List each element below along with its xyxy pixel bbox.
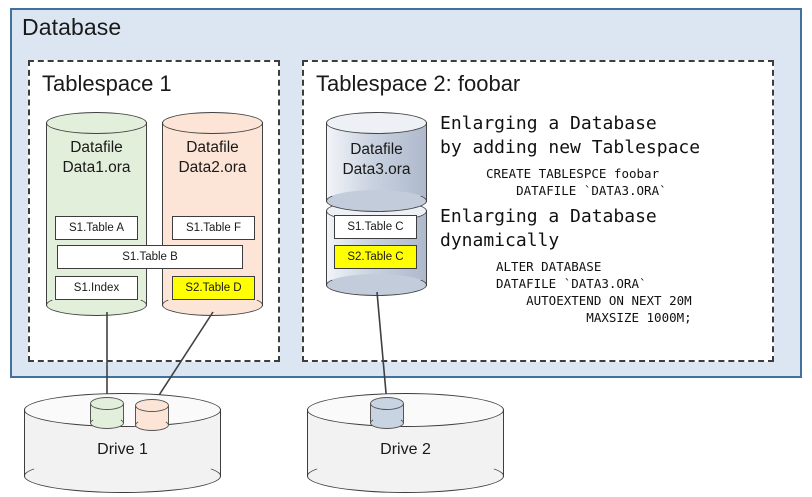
segment-s1-table-f[interactable]: S1.Table F [172, 216, 255, 240]
datafile-data3-cylinder-upper: Datafile Data3.ora [326, 112, 427, 212]
cylinder-bottom-ellipse [326, 274, 427, 296]
cylinder-bottom-ellipse [326, 190, 427, 212]
cylinder-body [46, 122, 147, 306]
drive-2-label: Drive 2 [380, 441, 431, 458]
platter-bottom-ellipse [135, 419, 169, 431]
drive-1-label: Drive 1 [97, 441, 148, 458]
datafile-data2-cylinder: Datafile Data2.ora [162, 112, 263, 316]
segment-s1-table-c[interactable]: S1.Table C [334, 215, 417, 239]
note-1-code: CREATE TABLESPCE foobar DATAFILE `DATA3.… [486, 166, 667, 198]
drive-2-platter-data3 [370, 397, 404, 429]
cylinder-top-ellipse [46, 112, 147, 134]
platter-top-ellipse [90, 397, 124, 410]
database-title: Database [22, 14, 122, 40]
segment-s2-table-d[interactable]: S2.Table D [172, 276, 255, 300]
segment-s1-table-a[interactable]: S1.Table A [55, 216, 138, 240]
drive-1-platter-data1 [90, 397, 124, 429]
drive-1-platter-data2 [135, 399, 169, 431]
cylinder-body [326, 122, 427, 202]
tablespace-1-title: Tablespace 1 [42, 71, 172, 96]
segment-s2-table-c[interactable]: S2.Table C [334, 245, 417, 269]
note-2-code: ALTER DATABASE DATAFILE `DATA3.ORA` AUTO… [496, 259, 692, 325]
tablespace-2-notes: Enlarging a Database by adding new Table… [440, 112, 765, 332]
tablespace-2-title: Tablespace 2: foobar [316, 71, 521, 96]
platter-top-ellipse [370, 397, 404, 410]
platter-bottom-ellipse [90, 417, 124, 429]
platter-top-ellipse [135, 399, 169, 412]
cylinder-top-ellipse [162, 112, 263, 134]
drive-bottom-ellipse [307, 459, 504, 493]
drive-bottom-ellipse [24, 459, 221, 493]
segment-s1-table-b[interactable]: S1.Table B [57, 245, 243, 269]
note-1-heading: Enlarging a Database by adding new Table… [440, 113, 701, 158]
note-2-heading: Enlarging a Database dynamically [440, 206, 657, 251]
segment-s1-index[interactable]: S1.Index [55, 276, 138, 300]
platter-bottom-ellipse [370, 417, 404, 429]
cylinder-body [162, 122, 263, 306]
cylinder-top-ellipse [326, 112, 427, 134]
drive-top-ellipse [307, 393, 504, 427]
drive-2-cylinder: Drive 2 [307, 393, 504, 493]
